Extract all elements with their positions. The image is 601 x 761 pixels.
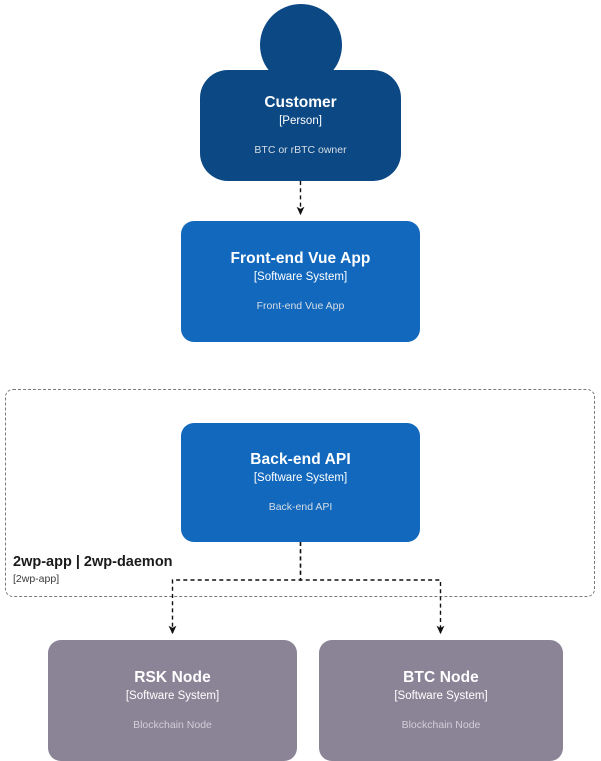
node-description: Back-end API xyxy=(268,501,333,514)
boundary-type: [2wp-app] xyxy=(13,573,60,586)
node-frontend-vue-app[interactable]: Front-end Vue App [Software System] Fron… xyxy=(181,221,420,342)
node-type: [Software System] xyxy=(253,271,348,284)
boundary-name: 2wp-app | 2wp-daemon xyxy=(13,554,173,570)
node-backend-api[interactable]: Back-end API [Software System] Back-end … xyxy=(181,423,420,542)
node-rsk-node[interactable]: RSK Node [Software System] Blockchain No… xyxy=(48,640,297,761)
node-btc-node[interactable]: BTC Node [Software System] Blockchain No… xyxy=(319,640,563,761)
node-description: BTC or rBTC owner xyxy=(254,144,347,157)
boundary-label: 2wp-app | 2wp-daemon [2wp-app] xyxy=(13,554,293,587)
node-title: Back-end API xyxy=(250,451,351,469)
node-type: [Software System] xyxy=(394,690,488,703)
node-title: Customer xyxy=(264,94,337,112)
node-title: Front-end Vue App xyxy=(230,250,371,268)
node-title: BTC Node xyxy=(403,669,479,687)
node-type: [Software System] xyxy=(125,690,220,703)
person-body[interactable]: Customer [Person] BTC or rBTC owner xyxy=(200,70,401,181)
node-description: Blockchain Node xyxy=(401,719,481,732)
node-type: [Software System] xyxy=(253,472,348,485)
node-description: Front-end Vue App xyxy=(256,300,345,313)
node-title: RSK Node xyxy=(134,669,211,687)
node-customer[interactable]: Customer [Person] BTC or rBTC owner xyxy=(0,0,601,185)
node-description: Blockchain Node xyxy=(133,719,212,732)
node-type: [Person] xyxy=(279,115,322,128)
